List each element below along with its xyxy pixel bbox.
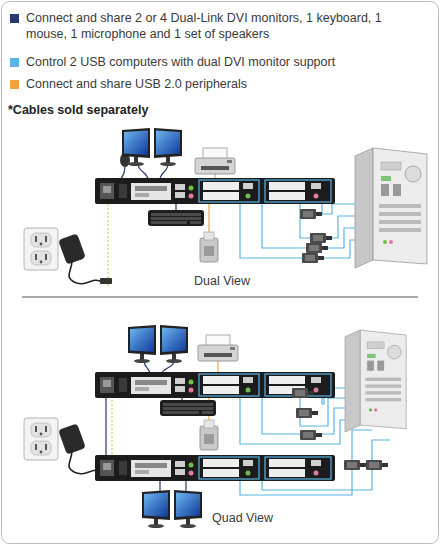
kvm-illustration [95,455,335,481]
quad-view-cables [185,481,186,492]
legend-swatch [10,58,19,67]
kvm-illustration [310,233,332,243]
kvm-illustration [195,148,235,174]
kvm-illustration [24,418,58,460]
quad-view-cables [352,430,372,460]
kvm-illustration [302,253,324,263]
kvm-illustration [200,420,218,450]
kvm-illustration [24,228,58,270]
kvm-illustration [148,210,204,226]
quad-view-cables [217,361,218,372]
kvm-illustration [142,490,202,528]
section-divider [22,297,418,298]
kvm-illustration [366,460,388,470]
dual-view-cables [138,164,148,180]
kvm-illustration [300,209,322,219]
kvm-illustration [345,330,406,432]
quad-view-cables [159,481,160,492]
kvm-illustration [122,128,182,166]
legend-swatch [10,80,19,89]
kvm-illustration [344,460,366,470]
kvm-illustration [198,335,238,361]
legend-item: Connect and share USB 2.0 peripherals [8,76,428,92]
kvm-illustration [292,388,314,398]
dual-view-cables [208,204,209,232]
quad-view-cables [372,440,390,460]
kvm-illustration [306,243,328,253]
dual-view-cables [160,164,168,180]
dual-view-cables [107,204,108,286]
kvm-illustration [296,408,318,418]
dual-view-cables [175,203,176,210]
view-caption: Quad View [212,510,273,526]
view-caption: Dual View [194,273,250,289]
legend-swatch [10,14,19,23]
kvm-illustration [95,372,335,398]
kvm-illustration [160,400,216,416]
legend-item: Connect and share 2 or 4 Dual-Link DVI m… [8,10,428,42]
legend-text: Connect and share USB 2.0 peripherals [26,76,418,92]
kvm-illustration [95,178,335,204]
footnote: *Cables sold separately [8,102,148,118]
kvm-illustration [128,325,188,363]
kvm-illustration [300,430,322,440]
kvm-illustration [200,232,218,262]
kvm-illustration [58,233,112,284]
legend-text: Control 2 USB computers with dual DVI mo… [26,54,418,70]
legend-item: Control 2 USB computers with dual DVI mo… [8,54,428,70]
quad-view-cables [105,398,106,455]
kvm-illustration [355,148,427,268]
legend-text: Connect and share 2 or 4 Dual-Link DVI m… [26,10,418,42]
